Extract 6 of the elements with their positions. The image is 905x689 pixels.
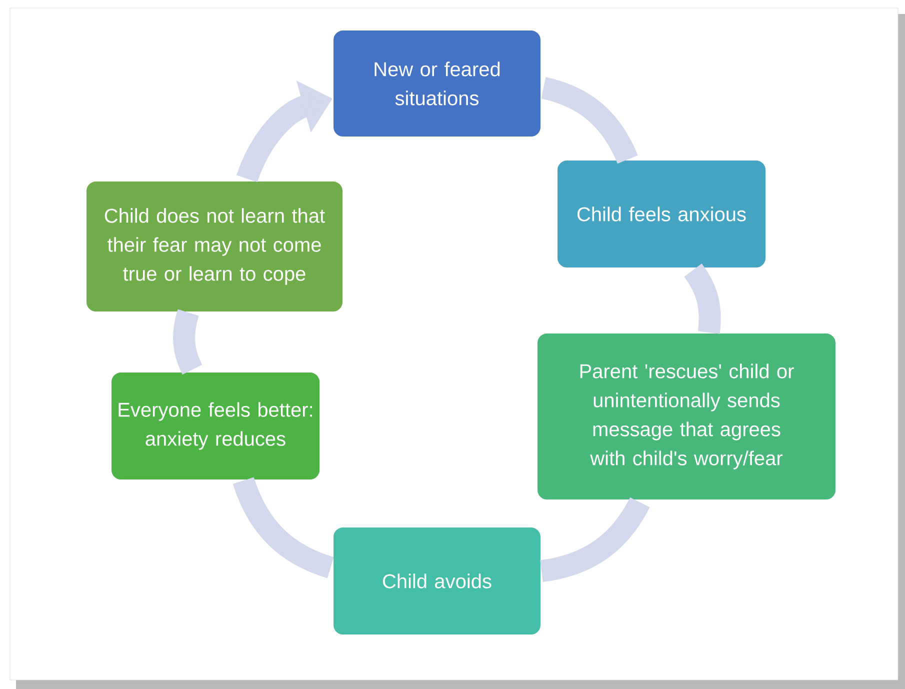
- process-box: Everyone feels better: anxiety reduces: [110, 372, 320, 480]
- process-box: Parent 'rescues' child or unintentionally sends message that agrees with child's worry/fear: [536, 332, 836, 500]
- process-box: Child feels anxious: [556, 160, 766, 268]
- process-box: Child does not learn that their fear may not come true or learn to cope: [86, 180, 344, 312]
- process-box: New or feared situations: [332, 30, 542, 138]
- process-box: Child avoids: [332, 526, 542, 636]
